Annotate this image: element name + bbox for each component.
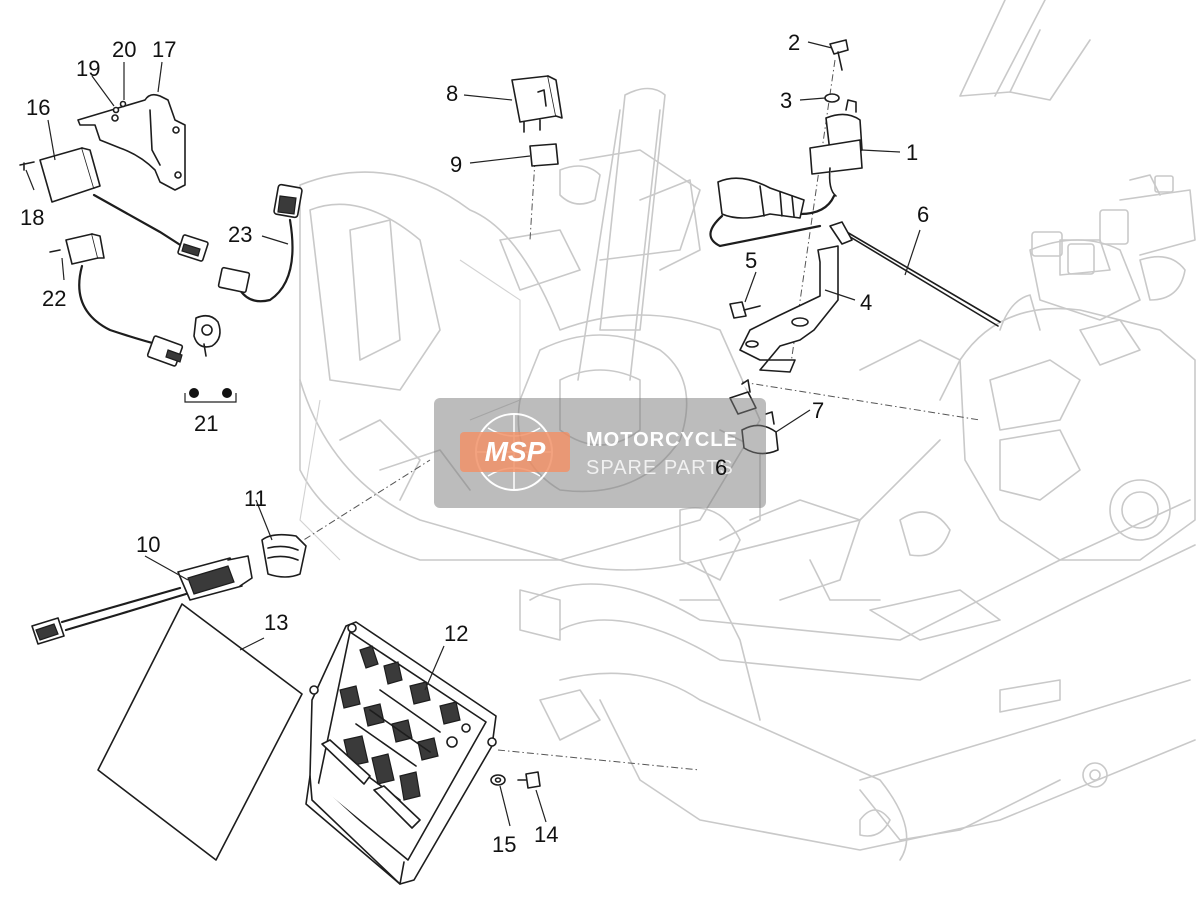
callout-20: 20 [112, 37, 136, 62]
callout-17: 17 [152, 37, 176, 62]
part-10-harness[interactable] [31, 555, 253, 645]
callout-14: 14 [534, 822, 558, 847]
part-14-screw[interactable] [517, 771, 541, 789]
watermark-line-2: SPARE PARTS [586, 457, 734, 479]
watermark-logo: MSP [485, 436, 546, 467]
part-20-screw[interactable] [119, 100, 127, 108]
callout-4: 4 [860, 290, 872, 315]
part-6-cable-tie[interactable] [829, 221, 1001, 327]
part-11-rubber-boot[interactable] [261, 533, 307, 578]
part-8-flasher-relay[interactable] [511, 75, 563, 133]
part-9-rubber-cap[interactable] [529, 143, 559, 167]
part-16-control-module[interactable] [39, 147, 209, 262]
callout-7: 7 [812, 398, 824, 423]
watermark-line-1: MOTORCYCLE [586, 429, 738, 451]
part-12-control-unit[interactable] [305, 621, 497, 885]
part-17-bracket[interactable] [77, 93, 186, 191]
callout-8: 8 [446, 81, 458, 106]
callout-18: 18 [20, 205, 44, 230]
watermark: MSP MOTORCYCLE SPARE PARTS [434, 398, 766, 508]
callout-22: 22 [42, 286, 66, 311]
part-13-cover-sheet[interactable] [97, 603, 303, 861]
part-15-washer[interactable] [490, 774, 506, 786]
part-3-washer[interactable] [824, 93, 840, 103]
callout-10: 10 [136, 532, 160, 557]
callout-6-tie: 6 [917, 202, 929, 227]
callout-23: 23 [228, 222, 252, 247]
callout-21: 21 [194, 411, 218, 436]
callout-1: 1 [906, 140, 918, 165]
callout-13: 13 [264, 610, 288, 635]
part-23-harness[interactable] [217, 183, 303, 303]
callout-16: 16 [26, 95, 50, 120]
part-4-bracket[interactable] [739, 245, 839, 373]
circuit-board-detail [339, 645, 471, 801]
part-5-bolt[interactable] [729, 301, 761, 319]
part-1-ignition-coil[interactable] [709, 99, 863, 248]
callout-5: 5 [745, 248, 757, 273]
callout-12: 12 [444, 621, 468, 646]
callout-19: 19 [76, 56, 100, 81]
callout-6-clip: 6 [715, 455, 727, 480]
callout-leaders [25, 41, 921, 827]
part-19-screw[interactable] [112, 106, 120, 114]
callout-9: 9 [450, 152, 462, 177]
part-22-relay[interactable] [49, 233, 184, 367]
callout-15: 15 [492, 832, 516, 857]
watermark-logo-badge [460, 432, 570, 472]
part-2-bolt[interactable] [829, 39, 849, 71]
part-21-grommets[interactable] [184, 314, 237, 403]
callout-11: 11 [244, 486, 267, 511]
callout-labels: 1 2 3 4 5 6 6 7 8 9 10 11 12 13 14 15 16… [20, 30, 929, 857]
callout-2: 2 [788, 30, 800, 55]
callout-3: 3 [780, 88, 792, 113]
watermark-panel [434, 398, 766, 508]
part-18-screw[interactable] [19, 161, 35, 171]
